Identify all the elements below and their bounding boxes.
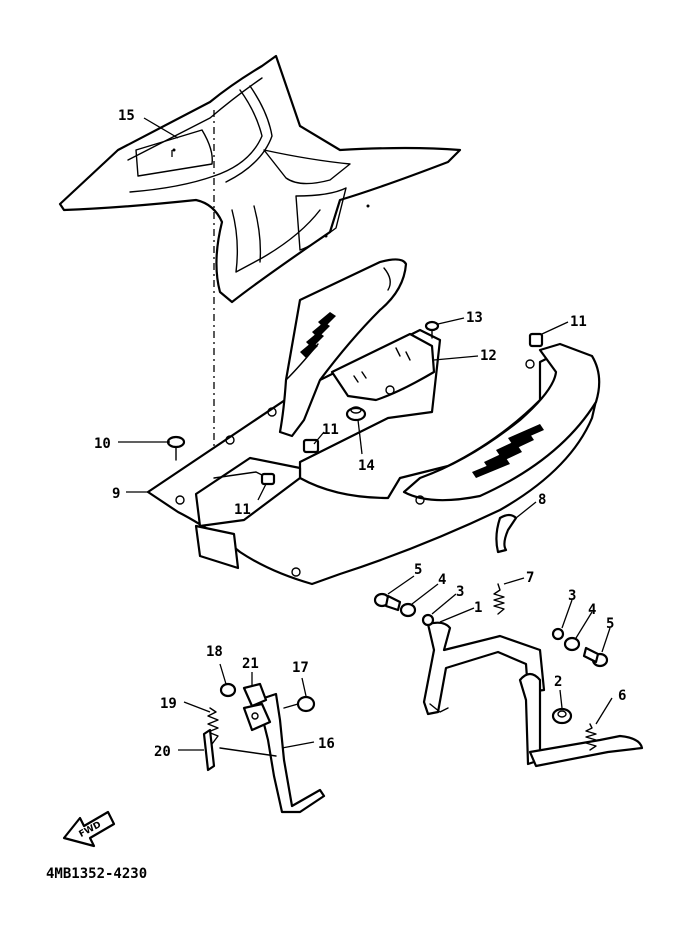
screw-13 — [424, 320, 440, 339]
nut-11-battery — [260, 472, 276, 486]
forward-arrow-icon: FWD — [62, 810, 116, 848]
callout-3-left: 3 — [456, 584, 464, 600]
collar-2 — [551, 707, 573, 725]
callout-6: 6 — [618, 688, 626, 704]
washer-4-right — [563, 636, 581, 652]
callout-18: 18 — [206, 644, 223, 660]
spring-19 — [207, 707, 219, 745]
washer-3-left — [421, 613, 435, 627]
washer-3-right — [551, 627, 565, 641]
callout-21: 21 — [242, 656, 259, 672]
callout-12: 12 — [480, 348, 497, 364]
callout-11-center: 11 — [322, 422, 339, 438]
callout-16: 16 — [318, 736, 335, 752]
spring-7 — [493, 583, 505, 615]
callout-labels: 15 10 9 11 11 11 12 13 14 8 7 5 4 3 1 3 … — [94, 108, 626, 760]
part-code: 4MB1352-4230 — [46, 866, 147, 882]
main-stand-part — [422, 621, 644, 768]
floor-mat-part — [58, 54, 462, 304]
callout-14: 14 — [358, 458, 375, 474]
callout-11-right: 11 — [570, 314, 587, 330]
spring-line — [219, 747, 277, 757]
stopper-8 — [495, 513, 518, 554]
bolt-5-right — [582, 646, 609, 668]
callout-7: 7 — [526, 570, 534, 586]
bolt-17 — [283, 695, 316, 713]
bolt-5-left — [373, 592, 402, 612]
callout-4-left: 4 — [438, 572, 446, 588]
callout-9: 9 — [112, 486, 120, 502]
callout-8: 8 — [538, 492, 546, 508]
nut-18 — [219, 682, 237, 698]
callout-19: 19 — [160, 696, 177, 712]
callout-2: 2 — [554, 674, 562, 690]
callout-1: 1 — [474, 600, 482, 616]
under-cover-part — [146, 258, 601, 586]
callout-10: 10 — [94, 436, 111, 452]
rivet-10 — [166, 435, 186, 461]
callout-5-left: 5 — [414, 562, 422, 578]
spring-6 — [585, 723, 597, 751]
callout-17: 17 — [292, 660, 309, 676]
callout-15: 15 — [118, 108, 135, 124]
callout-4-right: 4 — [588, 602, 596, 618]
callout-5-right: 5 — [606, 616, 614, 632]
callout-3-right: 3 — [568, 588, 576, 604]
callout-11-battery: 11 — [234, 502, 251, 518]
callout-13: 13 — [466, 310, 483, 326]
spring-hook-20 — [202, 728, 216, 772]
grommet-14 — [345, 406, 367, 422]
callout-20: 20 — [154, 744, 171, 760]
leader-lines — [118, 117, 613, 751]
bracket-21 — [242, 682, 268, 708]
washer-4-left — [399, 602, 417, 618]
nut-11-right — [528, 332, 544, 348]
